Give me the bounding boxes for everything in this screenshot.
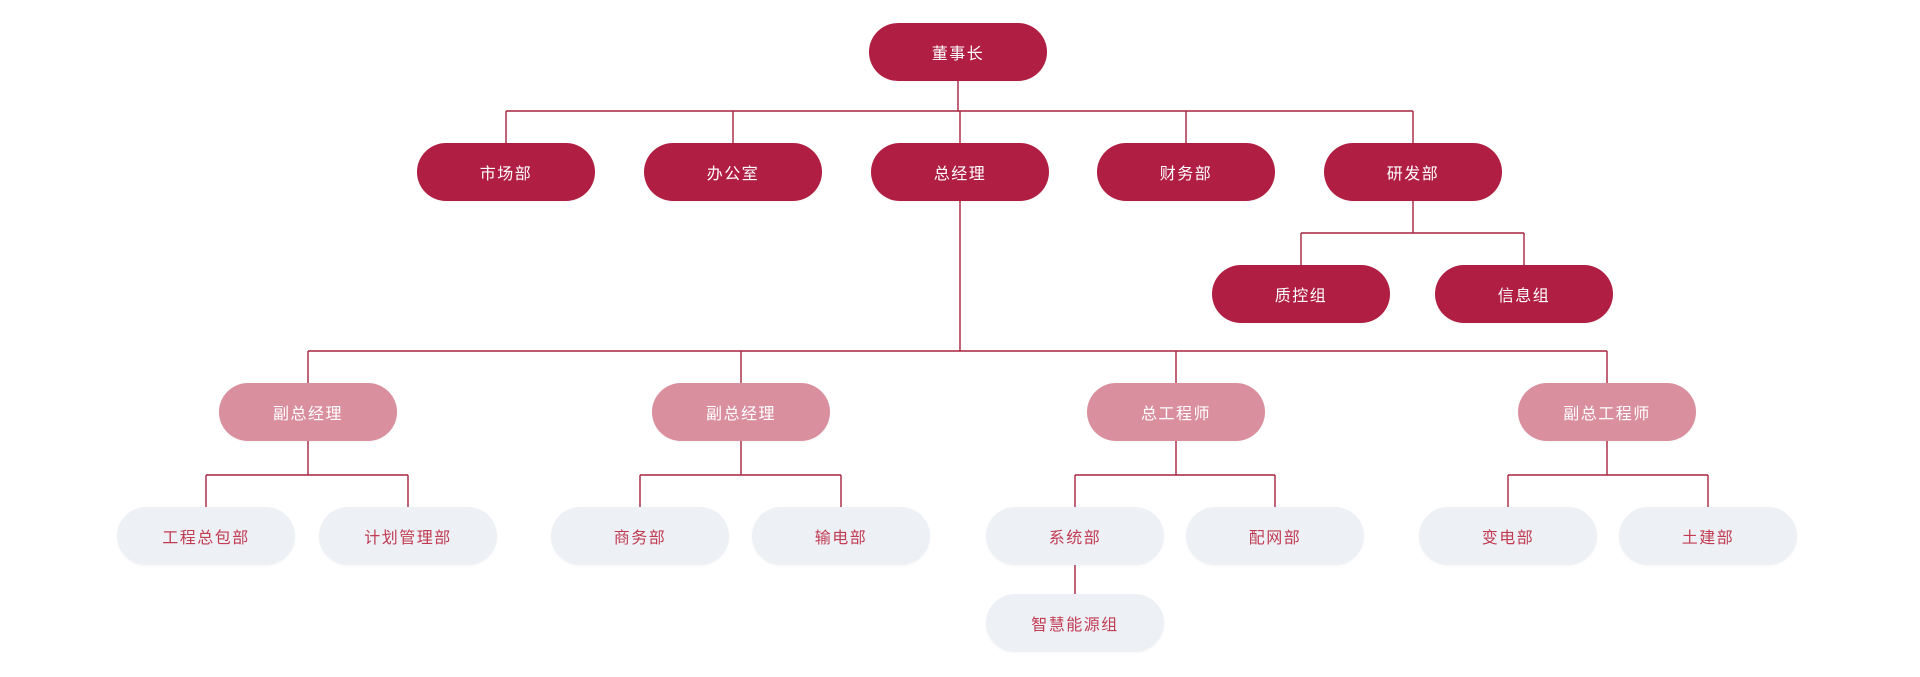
org-node-deputy-chief-eng[interactable]: 副总工程师 (1518, 383, 1696, 441)
org-node-chairman[interactable]: 董事长 (869, 23, 1047, 81)
org-node-label: 总经理 (933, 166, 987, 183)
org-node-rnd-dept[interactable]: 研发部 (1324, 143, 1502, 201)
org-node-finance-dept[interactable]: 财务部 (1097, 143, 1275, 201)
org-node-label: 质控组 (1274, 288, 1328, 305)
org-node-label: 市场部 (479, 166, 533, 183)
org-node-deputy-gm-1[interactable]: 副总经理 (219, 383, 397, 441)
org-node-general-manager[interactable]: 总经理 (871, 143, 1049, 201)
org-node-deputy-gm-2[interactable]: 副总经理 (652, 383, 830, 441)
org-node-office[interactable]: 办公室 (644, 143, 822, 201)
org-node-substation-dept[interactable]: 变电部 (1419, 507, 1597, 565)
org-node-commerce-dept[interactable]: 商务部 (551, 507, 729, 565)
org-node-marketing-dept[interactable]: 市场部 (417, 143, 595, 201)
org-node-label: 总工程师 (1140, 406, 1211, 423)
org-node-label: 计划管理部 (364, 530, 452, 547)
org-node-label: 财务部 (1159, 166, 1213, 183)
org-node-label: 研发部 (1386, 166, 1440, 183)
org-node-label: 商务部 (613, 530, 667, 547)
org-node-civil-dept[interactable]: 土建部 (1619, 507, 1797, 565)
org-node-label: 办公室 (706, 166, 760, 183)
org-node-label: 智慧能源组 (1031, 617, 1119, 634)
org-node-system-dept[interactable]: 系统部 (986, 507, 1164, 565)
org-node-label: 副总经理 (705, 406, 776, 423)
org-node-info-group[interactable]: 信息组 (1435, 265, 1613, 323)
org-node-label: 变电部 (1481, 530, 1535, 547)
org-node-label: 系统部 (1048, 530, 1102, 547)
org-node-label: 副总经理 (272, 406, 343, 423)
org-node-transmission-dept[interactable]: 输电部 (752, 507, 930, 565)
org-node-label: 输电部 (814, 530, 868, 547)
org-node-label: 土建部 (1681, 530, 1735, 547)
org-node-chief-engineer[interactable]: 总工程师 (1087, 383, 1265, 441)
org-node-planning-dept[interactable]: 计划管理部 (319, 507, 497, 565)
org-node-distribution-dept[interactable]: 配网部 (1186, 507, 1364, 565)
org-node-label: 配网部 (1248, 530, 1302, 547)
org-node-label: 信息组 (1497, 288, 1551, 305)
org-node-label: 副总工程师 (1563, 406, 1651, 423)
org-node-smart-energy-group[interactable]: 智慧能源组 (986, 594, 1164, 652)
org-node-epc-dept[interactable]: 工程总包部 (117, 507, 295, 565)
org-node-qc-group[interactable]: 质控组 (1212, 265, 1390, 323)
org-node-label: 董事长 (931, 46, 985, 63)
org-node-label: 工程总包部 (162, 530, 250, 547)
